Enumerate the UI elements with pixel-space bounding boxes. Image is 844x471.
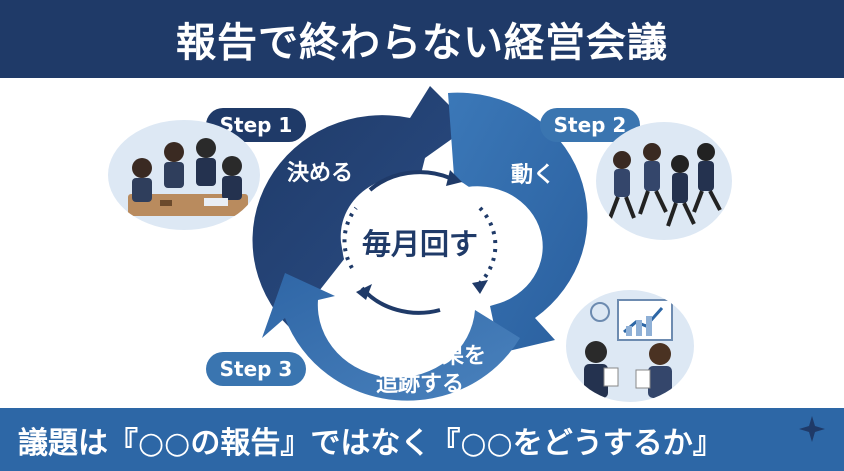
step3-label-line1: 次回に結果を (354, 343, 486, 369)
sparkle-icon (799, 416, 825, 442)
person-icon (649, 343, 671, 365)
step1-label: 決める (287, 161, 353, 186)
person-icon (613, 151, 631, 169)
person-icon (196, 138, 216, 158)
running-team-illustration (596, 122, 732, 240)
step2-pill: Step 2 (540, 108, 640, 142)
inner-arrowhead-right (472, 280, 488, 294)
footer-text: 議題は『○○の報告』ではなく『○○をどうするか』 (18, 425, 723, 461)
person-icon (643, 143, 661, 161)
results-review-illustration (566, 290, 694, 402)
cycle-segment-act (448, 92, 588, 354)
meeting-illustration (108, 120, 260, 230)
inner-arrow-top (368, 170, 451, 192)
person-icon (222, 156, 242, 176)
inner-arrow-right (478, 206, 498, 285)
cycle-segment-track (262, 273, 520, 401)
person-icon (671, 155, 689, 173)
page-title: 報告で終わらない経営会議 (176, 20, 668, 66)
center-disc (342, 171, 498, 315)
person-icon (585, 341, 607, 363)
step2-label: 動く (511, 163, 555, 188)
person-icon (164, 142, 184, 162)
document-icon (603, 367, 619, 387)
step3-pill-text: Step 3 (219, 357, 293, 381)
gavel-icon (160, 200, 172, 206)
center-label: 毎月回す (362, 227, 478, 261)
step2-pill-text: Step 2 (553, 113, 627, 137)
inner-arrow-bottom (360, 286, 441, 315)
cycle-segment-decide (252, 86, 470, 328)
clock-icon (590, 302, 610, 322)
inner-arrowhead-bottom (356, 284, 372, 300)
inner-arrowhead-top (446, 170, 462, 186)
inner-arrow-left (342, 206, 358, 270)
person-icon (132, 158, 152, 178)
title-bar: 報告で終わらない経営会議 (0, 0, 844, 78)
footer-banner: 議題は『○○の報告』ではなく『○○をどうするか』 (0, 408, 844, 471)
step3-pill: Step 3 (206, 352, 306, 386)
step3-label-line2: 追跡する (376, 371, 464, 397)
laptop-icon (204, 198, 228, 206)
cycle-diagram: 毎月回す 決める 動く 次回に結果を 追跡する (252, 86, 588, 401)
person-icon (697, 143, 715, 161)
document-icon (635, 369, 651, 389)
